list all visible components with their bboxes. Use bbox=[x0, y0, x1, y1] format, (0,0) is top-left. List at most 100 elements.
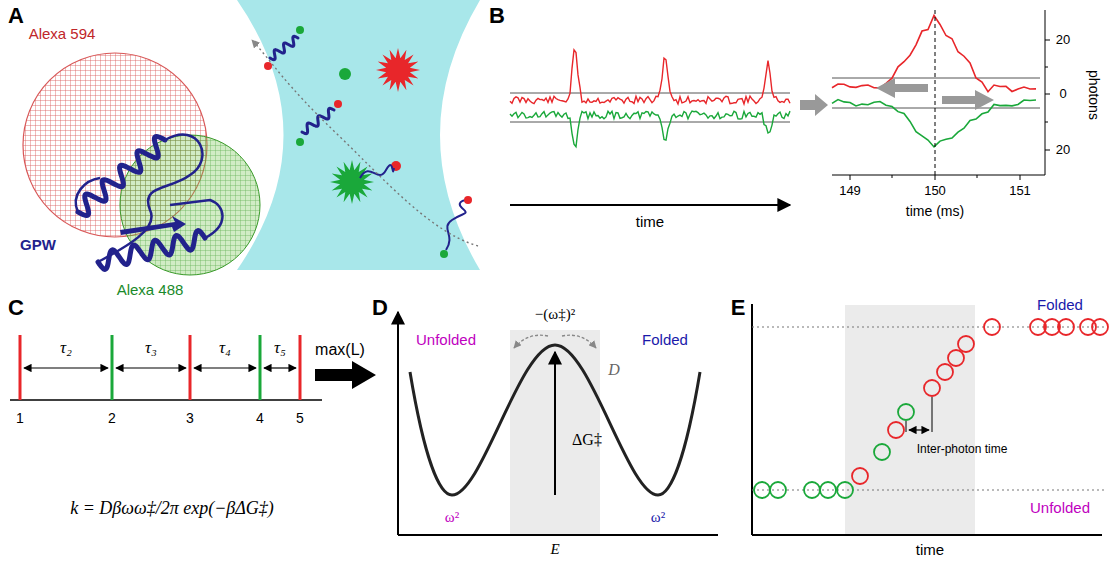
diffusing-molecule bbox=[464, 196, 472, 204]
photon-timeline bbox=[299, 335, 302, 400]
photon-trace bbox=[510, 93, 790, 94]
diffusing-molecule bbox=[264, 26, 472, 258]
photon-timeline bbox=[24, 367, 108, 368]
axis-label: time bbox=[916, 541, 944, 558]
photon-trajectory-plot bbox=[898, 404, 914, 420]
photon-trajectory-plot bbox=[1092, 319, 1108, 335]
photon-trajectory-plot bbox=[874, 444, 890, 460]
diffusing-molecule bbox=[296, 138, 304, 146]
energy-landscape bbox=[514, 335, 548, 348]
photon-index: 2 bbox=[108, 410, 116, 426]
operation-label: max(L) bbox=[315, 341, 365, 359]
photon-index: 4 bbox=[256, 410, 264, 426]
photon-trace bbox=[510, 50, 790, 104]
dye-accessible-volume bbox=[23, 53, 260, 275]
diffusing-molecule bbox=[376, 48, 420, 92]
photon-trajectory-plot bbox=[958, 336, 974, 352]
photon-timeline bbox=[24, 367, 296, 368]
photon-trajectory-plot bbox=[909, 429, 929, 430]
photon-trajectory-plot bbox=[845, 305, 975, 535]
confocal-volume bbox=[237, 0, 480, 270]
interval-label: τ₂ bbox=[60, 338, 72, 358]
burst-zoom bbox=[850, 175, 1020, 180]
energy-landscape bbox=[397, 312, 399, 535]
energy-landscape bbox=[554, 352, 556, 495]
photon-index: 5 bbox=[296, 410, 304, 426]
photon-trajectory-plot bbox=[948, 350, 964, 366]
protein-ribbon bbox=[78, 136, 165, 215]
photon-index: 3 bbox=[186, 410, 194, 426]
photon-timeline bbox=[264, 367, 296, 368]
maximize-arrow bbox=[315, 361, 376, 389]
axis-label: photons bbox=[1086, 70, 1102, 120]
photon-timeline bbox=[10, 335, 322, 400]
photon-trajectory-plot bbox=[752, 326, 1104, 327]
molecule-trajectory bbox=[252, 40, 478, 246]
axis-label: E bbox=[550, 541, 559, 558]
panel-letter: A bbox=[8, 3, 24, 28]
tick-label: 150 bbox=[924, 184, 946, 199]
well-curvature: ω² bbox=[445, 509, 459, 526]
state-label: Folded bbox=[642, 331, 688, 348]
diffusing-molecule bbox=[270, 36, 298, 59]
photon-trajectory-plot bbox=[770, 482, 786, 498]
tick-label: 151 bbox=[1009, 184, 1031, 199]
panel-letter: D bbox=[372, 295, 388, 320]
protein-ribbon bbox=[120, 216, 186, 235]
protein-ribbon bbox=[76, 178, 223, 238]
maximize-arrow bbox=[315, 361, 376, 389]
photon-trajectory-plot bbox=[754, 319, 1108, 498]
burst-zoom bbox=[832, 100, 1036, 147]
diffusing-molecule bbox=[446, 200, 467, 250]
burst-zoom bbox=[935, 10, 936, 175]
panel-letter: E bbox=[731, 295, 746, 320]
energy-landscape bbox=[398, 534, 718, 536]
energy-landscape bbox=[410, 345, 700, 495]
axis-label: time (ms) bbox=[906, 203, 964, 219]
photon-timeline bbox=[259, 335, 262, 400]
photon-timeline bbox=[19, 335, 22, 400]
photon-timeline bbox=[116, 367, 186, 368]
photon-index: 1 bbox=[16, 410, 24, 426]
protein-label: GPW bbox=[20, 236, 56, 253]
tick-label: 0 bbox=[1059, 87, 1066, 102]
diffusing-molecule bbox=[330, 160, 374, 204]
barrier-height: ΔG‡ bbox=[572, 431, 602, 449]
burst-zoom bbox=[876, 78, 928, 98]
photon-trajectory-plot bbox=[754, 482, 770, 498]
photon-trajectory-plot bbox=[752, 534, 1102, 536]
interval-label: τ₄ bbox=[219, 338, 231, 358]
photon-trace bbox=[510, 50, 828, 205]
photon-timeline bbox=[194, 367, 256, 368]
photon-trajectory-plot bbox=[1058, 319, 1074, 335]
photon-trace bbox=[510, 111, 790, 147]
photon-trace bbox=[510, 122, 790, 123]
state-label: Unfolded bbox=[416, 331, 476, 348]
state-label: Unfolded bbox=[1030, 499, 1090, 516]
burst-zoom bbox=[832, 108, 1040, 109]
burst-zoom bbox=[832, 78, 1040, 79]
protein-ribbon bbox=[98, 135, 202, 262]
diffusing-molecule bbox=[264, 62, 272, 70]
annotation: Inter-photon time bbox=[917, 443, 1008, 457]
burst-zoom bbox=[832, 175, 1045, 176]
photon-trajectory-plot bbox=[937, 364, 953, 380]
diffusing-molecule bbox=[296, 26, 304, 34]
well-curvature: ω² bbox=[651, 509, 665, 526]
diffusing-molecule bbox=[302, 108, 334, 133]
confocal-volume bbox=[237, 0, 480, 270]
axis-label: time bbox=[636, 213, 664, 230]
diffusing-molecule bbox=[440, 250, 448, 258]
panel-letter: B bbox=[489, 3, 505, 28]
energy-landscape bbox=[562, 335, 596, 348]
photon-trajectory-plot bbox=[852, 468, 868, 484]
energy-landscape bbox=[398, 312, 718, 535]
protein-ribbon bbox=[98, 231, 205, 270]
barrier-curvature: −(ω‡)² bbox=[535, 306, 575, 323]
protein-ribbon bbox=[76, 135, 223, 270]
tick-label: 20 bbox=[1056, 143, 1070, 158]
interval-label: τ₅ bbox=[274, 338, 286, 358]
photon-trajectory-plot bbox=[820, 482, 836, 498]
photon-trace bbox=[510, 204, 790, 206]
